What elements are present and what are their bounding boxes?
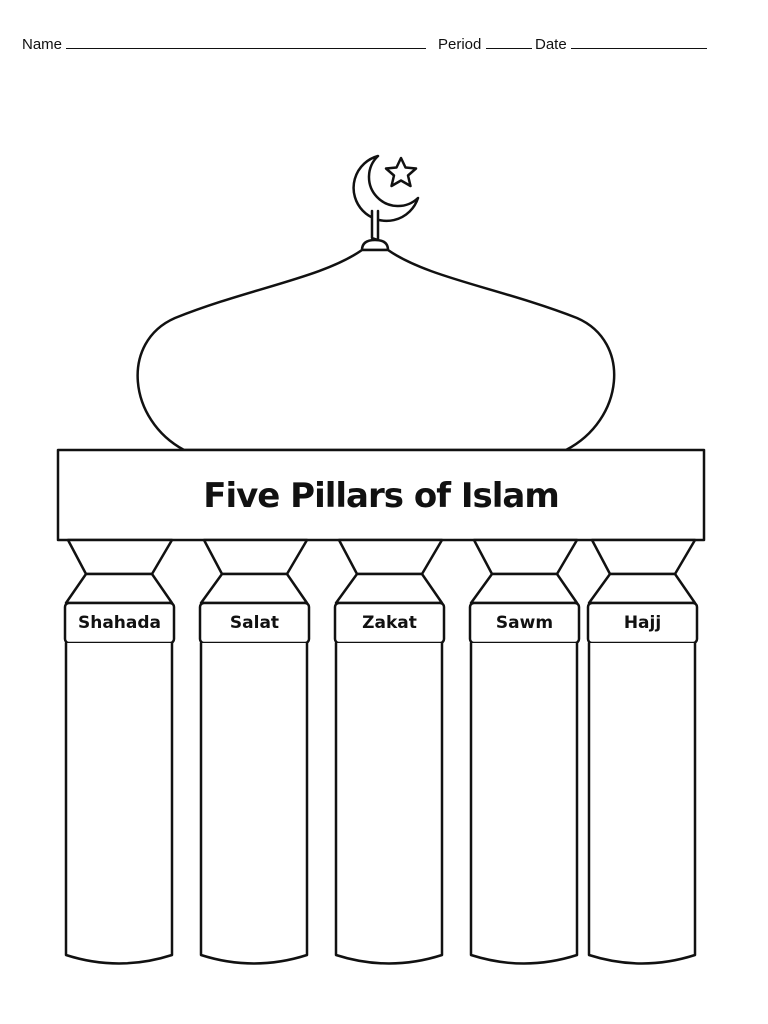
pillar-1-shape: [63, 538, 176, 965]
worksheet-title: Five Pillars of Islam: [203, 476, 560, 516]
date-field[interactable]: [570, 34, 707, 49]
dome: [136, 248, 616, 452]
name-section: Name: [22, 34, 427, 53]
period-section: Period: [438, 34, 532, 53]
spire: [370, 209, 380, 242]
pillar-label-shahada: Shahada: [77, 613, 162, 633]
pillar-2-shape: [198, 538, 311, 965]
period-label: Period: [438, 36, 482, 53]
date-label: Date: [535, 36, 567, 53]
spire-knob: [360, 238, 390, 252]
period-field[interactable]: [485, 34, 532, 49]
name-label: Name: [22, 36, 63, 53]
crescent-star-icon: [352, 154, 420, 223]
pillar-5-shape: [586, 538, 699, 965]
pillar-label-zakat: Zakat: [362, 613, 417, 633]
name-field[interactable]: [66, 34, 427, 49]
pillar-label-salat: Salat: [229, 613, 280, 633]
date-section: Date: [535, 34, 707, 53]
pillar-label-sawm: Sawm: [495, 613, 554, 633]
pillar-3-shape: [333, 538, 446, 965]
pillar-4-shape: [468, 538, 581, 965]
worksheet-header: Name Period Date: [0, 0, 768, 80]
pillar-label-hajj: Hajj: [623, 613, 662, 633]
